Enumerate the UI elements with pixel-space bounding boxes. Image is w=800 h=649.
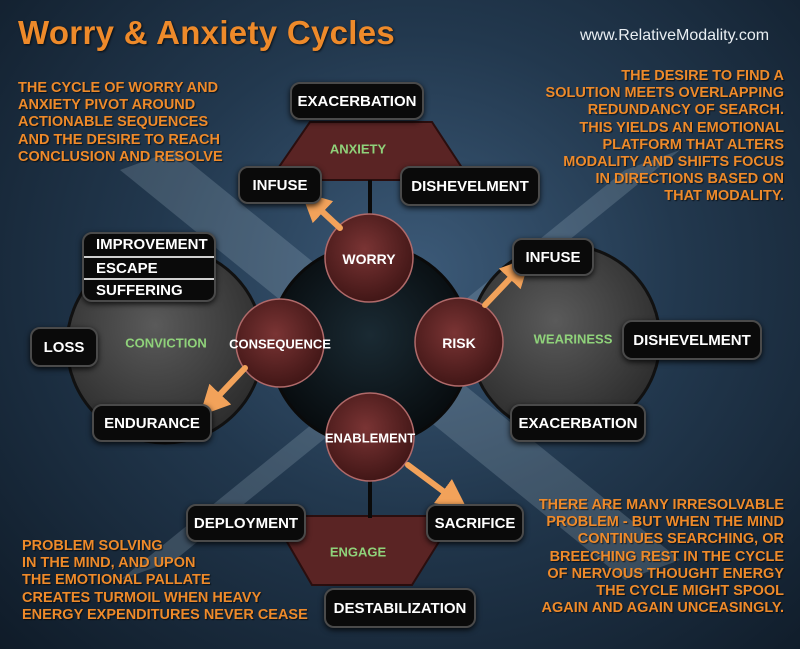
note-line: CONCLUSION AND RESOLVE xyxy=(18,148,223,165)
consequence-label: CONSEQUENCE xyxy=(229,336,331,352)
enablement-node xyxy=(325,392,415,482)
note-line: MODALITY AND SHIFTS FOCUS xyxy=(563,154,784,171)
anxiety-exacerbation-box: EXACERBATION xyxy=(290,82,424,120)
stack-item-improvement: IMPROVEMENT xyxy=(96,236,208,253)
engage-destabilization-box: DESTABILIZATION xyxy=(324,588,476,628)
enablement-label: ENABLEMENT xyxy=(324,430,416,446)
note-line: BREECHING REST IN THE CYCLE xyxy=(549,548,784,565)
note-line: IN DIRECTIONS BASED ON xyxy=(595,171,784,188)
conviction-option-stack: IMPROVEMENT ESCAPE SUFFERING xyxy=(82,232,216,302)
weariness-infuse-box: INFUSE xyxy=(512,238,594,276)
weariness-label: WEARINESS xyxy=(533,331,613,347)
note-bottom-right: THERE ARE MANY IRRESOLVABLE PROBLEM - BU… xyxy=(539,497,784,617)
flow-arrows xyxy=(199,191,531,509)
note-line: THIS YIELDS AN EMOTIONAL xyxy=(579,119,784,136)
anxiety-infuse-box: INFUSE xyxy=(238,166,322,204)
note-line: PROBLEM SOLVING xyxy=(22,538,163,554)
note-line: PROBLEM - BUT WHEN THE MIND xyxy=(546,514,784,531)
anxiety-dishevelment-box: DISHEVELMENT xyxy=(400,166,540,206)
risk-to-infuse-arrow xyxy=(482,257,531,308)
note-line: THERE ARE MANY IRRESOLVABLE xyxy=(538,497,784,513)
conviction-endurance-box: ENDURANCE xyxy=(92,404,212,442)
page-title: Worry & Anxiety Cycles xyxy=(18,14,396,51)
conviction-loss-box: LOSS xyxy=(30,327,98,367)
note-top-right: THE DESIRE TO FIND A SOLUTION MEETS OVER… xyxy=(546,68,784,206)
enablement-to-sacrifice-arrow xyxy=(405,462,468,509)
note-line: CONTINUES SEARCHING, OR xyxy=(577,531,784,548)
worry-to-infuse-arrow xyxy=(301,191,343,231)
note-line: THE DESIRE TO FIND A xyxy=(621,68,784,84)
worry-node xyxy=(324,213,414,303)
note-line: PLATFORM THAT ALTERS xyxy=(602,136,785,153)
consequence-to-endurance-arrow xyxy=(199,365,248,416)
risk-label: RISK xyxy=(442,335,476,351)
weariness-exacerbation-box: EXACERBATION xyxy=(510,404,646,442)
note-line: ENERGY EXPENDITURES NEVER CEASE xyxy=(22,606,308,623)
conviction-label: CONVICTION xyxy=(125,335,207,351)
note-line: ANXIETY PIVOT AROUND xyxy=(18,97,196,114)
note-line: THAT MODALITY. xyxy=(664,188,784,205)
worry-label: WORRY xyxy=(342,251,396,267)
note-bottom-left: PROBLEM SOLVING IN THE MIND, AND UPON TH… xyxy=(22,538,308,624)
engage-trapezoid xyxy=(270,515,457,586)
weariness-dishevelment-box: DISHEVELMENT xyxy=(622,320,762,360)
note-line: ACTIONABLE SEQUENCES xyxy=(18,114,209,131)
anxiety-label: ANXIETY xyxy=(329,141,387,157)
consequence-node xyxy=(235,298,325,388)
note-line: AGAIN AND AGAIN UNCEASINGLY. xyxy=(541,600,785,617)
risk-node xyxy=(414,297,504,387)
stack-item-suffering: SUFFERING xyxy=(84,278,214,300)
engage-label: ENGAGE xyxy=(329,544,387,560)
note-line: THE EMOTIONAL PALLATE xyxy=(22,572,211,589)
engage-sacrifice-box: SACRIFICE xyxy=(426,504,524,542)
note-line: REDUNDANCY OF SEARCH. xyxy=(587,102,784,119)
note-line: THE CYCLE MIGHT SPOOL xyxy=(596,583,784,600)
website-url[interactable]: www.RelativeModality.com xyxy=(580,27,770,44)
stack-item-escape: ESCAPE xyxy=(84,256,214,278)
note-line: CREATES TURMOIL WHEN HEAVY xyxy=(22,589,262,606)
note-line: IN THE MIND, AND UPON xyxy=(22,555,196,572)
note-line: AND THE DESIRE TO REACH xyxy=(18,131,220,148)
note-top-left: THE CYCLE OF WORRY AND ANXIETY PIVOT ARO… xyxy=(18,80,223,166)
note-line: SOLUTION MEETS OVERLAPPING xyxy=(545,85,784,102)
note-line: THE CYCLE OF WORRY AND xyxy=(18,80,219,96)
engage-deployment-box: DEPLOYMENT xyxy=(186,504,306,542)
note-line: OF NERVOUS THOUGHT ENERGY xyxy=(547,565,784,582)
